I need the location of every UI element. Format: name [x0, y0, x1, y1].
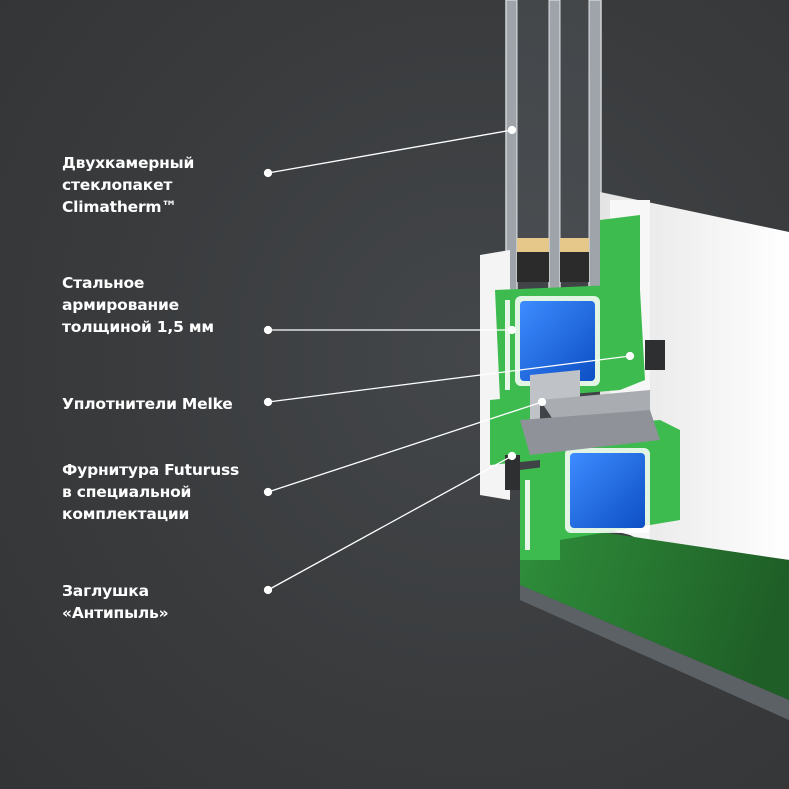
callout-plug-line-1: Заглушка [62, 582, 149, 600]
callout-steel-line-2: армирование [62, 296, 179, 314]
sash-grooves [505, 340, 665, 490]
callout-fittings-line-2: в специальной [62, 483, 192, 501]
callout-seals-line-1: Уплотнители Melke [62, 395, 233, 413]
callout-steel-line-1: Стальное [62, 274, 145, 292]
dot-fittings-end [537, 397, 547, 407]
callout-fittings-line-1: Фурнитура Futuruss [62, 461, 240, 479]
callout-fittings: Фурнитура Futuruss в специальной комплек… [62, 459, 239, 525]
dot-seals-start [263, 397, 273, 407]
callout-glass-line-1: Двухкамерный [62, 154, 195, 172]
dot-steel-start [263, 325, 273, 335]
dot-steel-end [507, 325, 517, 335]
callout-plug-line-2: «Антипыль» [62, 604, 169, 622]
callout-glass-unit: Двухкамерный стеклопакет Climatherm™ [62, 152, 194, 218]
dot-plug-start [263, 585, 273, 595]
callout-lines [263, 125, 635, 595]
callout-fittings-line-3: комплектации [62, 505, 190, 523]
dot-glass-end [507, 125, 517, 135]
callout-glass-line-2: стеклопакет [62, 176, 173, 194]
callout-glass-line-3: Climatherm™ [62, 198, 177, 216]
leader-plug [267, 455, 513, 591]
leader-seals [267, 355, 631, 403]
callout-steel-line-3: толщиной 1,5 мм [62, 318, 214, 336]
callout-seals: Уплотнители Melke [62, 393, 233, 415]
callout-steel-reinforcement: Стальное армирование толщиной 1,5 мм [62, 272, 214, 338]
glass-unit [505, 0, 602, 291]
leader-glass [267, 129, 513, 174]
callout-dust-plug: Заглушка «Антипыль» [62, 580, 169, 624]
dot-glass-start [263, 168, 273, 178]
dot-plug-end [507, 451, 517, 461]
dot-seals-end [625, 351, 635, 361]
steel-reinforcement [515, 296, 650, 533]
dot-fittings-start [263, 487, 273, 497]
leader-fittings [267, 401, 543, 493]
